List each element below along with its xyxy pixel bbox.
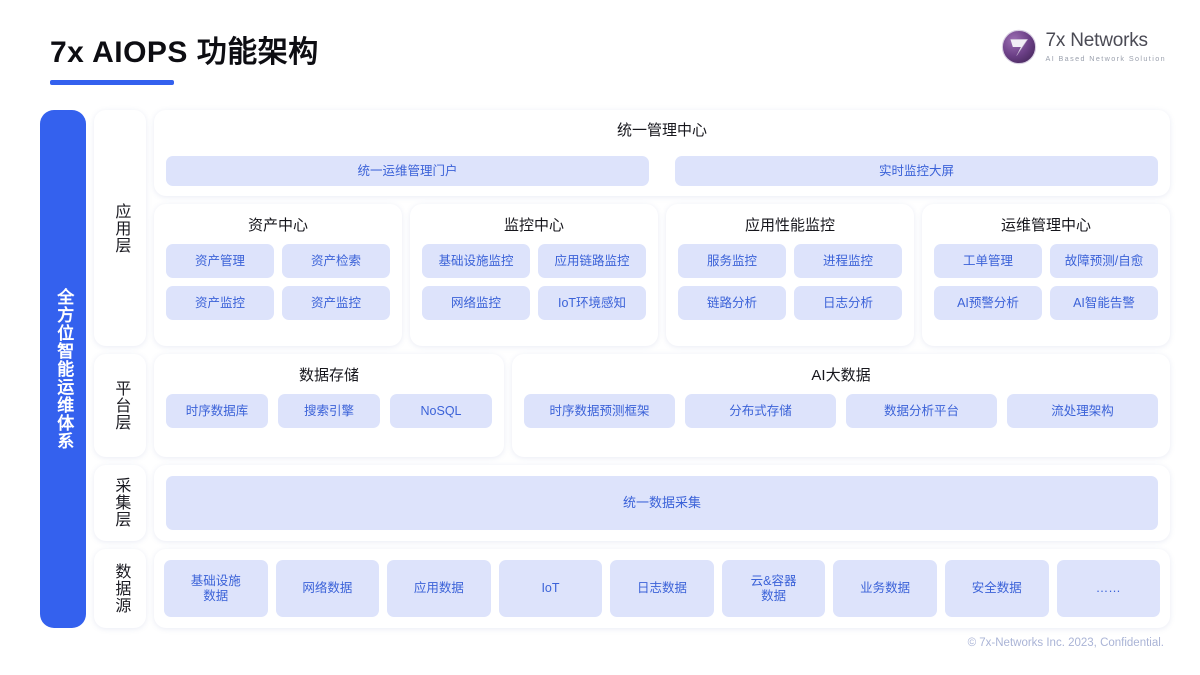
- layers-stack: 应用层 统一管理中心 统一运维管理门户 实时监控大屏 资产中心: [94, 110, 1170, 628]
- chip-log-data[interactable]: 日志数据: [610, 560, 714, 617]
- chip-unified-data-collection[interactable]: 统一数据采集: [166, 475, 1158, 531]
- chip-infrastructure-monitoring[interactable]: 基础设施监控: [422, 244, 530, 279]
- spine-banner: 全方位智能运维体系: [40, 110, 86, 628]
- layer-row-data-source: 数据源 基础设施数据 网络数据 应用数据 IoT 日志数据 云&容器数据 业务数…: [94, 549, 1170, 628]
- chip-search-engine[interactable]: 搜索引擎: [278, 394, 380, 429]
- layer-label-text: 应用层: [112, 202, 130, 254]
- chip-fault-prediction-self-healing[interactable]: 故障预测/自愈: [1050, 244, 1158, 279]
- chip-iot-data[interactable]: IoT: [498, 560, 603, 617]
- layer-row-collection: 采集层 统一数据采集: [94, 464, 1170, 542]
- seven-x-emblem-icon: [1001, 29, 1036, 65]
- chip-cloud-container-data[interactable]: 云&容器数据: [721, 560, 826, 617]
- panel-title: 监控中心: [503, 217, 564, 235]
- chip-row: 时序数据预测框架 分布式存储 数据分析平台 流处理架构: [524, 394, 1158, 429]
- architecture-diagram: 全方位智能运维体系 应用层 统一管理中心 统一运维管理门户 实时监控大屏: [40, 110, 1170, 628]
- logo-text: 7x Networks AI Based Network Solution: [1046, 31, 1167, 63]
- chip-realtime-monitor-screen[interactable]: 实时监控大屏: [675, 156, 1158, 186]
- data-source-layer-body: 基础设施数据 网络数据 应用数据 IoT 日志数据 云&容器数据 业务数据 安全…: [154, 549, 1170, 628]
- panel-ops-management-center: 运维管理中心 工单管理 故障预测/自愈 AI预警分析 AI智能告警: [922, 204, 1170, 347]
- chip-asset-monitoring-1[interactable]: 资产监控: [166, 286, 274, 321]
- layer-label-text: 采集层: [112, 477, 130, 529]
- chip-trace-analysis[interactable]: 链路分析: [678, 286, 786, 321]
- chip-business-data[interactable]: 业务数据: [833, 560, 937, 617]
- layer-row-platform: 平台层 数据存储 时序数据库 搜索引擎 NoSQL AI大数据: [94, 354, 1170, 457]
- unified-center-chip-row: 统一运维管理门户 实时监控大屏: [166, 156, 1158, 186]
- layer-label-application: 应用层: [94, 110, 146, 347]
- panel-title: 应用性能监控: [744, 217, 835, 235]
- chip-process-monitoring[interactable]: 进程监控: [794, 244, 902, 279]
- chip-stream-processing-architecture[interactable]: 流处理架构: [1007, 394, 1158, 429]
- panel-title: AI大数据: [811, 367, 871, 385]
- chip-grid: 基础设施监控 应用链路监控 网络监控 IoT环境感知: [422, 244, 646, 321]
- chip-grid: 工单管理 故障预测/自愈 AI预警分析 AI智能告警: [934, 244, 1158, 321]
- panel-title: 资产中心: [247, 217, 308, 235]
- chip-ticket-management[interactable]: 工单管理: [934, 244, 1042, 279]
- chip-distributed-storage[interactable]: 分布式存储: [685, 394, 836, 429]
- panel-data-sources: 基础设施数据 网络数据 应用数据 IoT 日志数据 云&容器数据 业务数据 安全…: [154, 549, 1170, 628]
- layer-label-data-source: 数据源: [94, 549, 146, 628]
- chip-data-analytics-platform[interactable]: 数据分析平台: [846, 394, 997, 429]
- chip-nosql[interactable]: NoSQL: [390, 394, 492, 429]
- layer-row-application: 应用层 统一管理中心 统一运维管理门户 实时监控大屏 资产中心: [94, 110, 1170, 347]
- panel-ai-big-data: AI大数据 时序数据预测框架 分布式存储 数据分析平台 流处理架构: [512, 354, 1170, 457]
- chip-time-series-database[interactable]: 时序数据库: [166, 394, 268, 429]
- application-panels: 资产中心 资产管理 资产检索 资产监控 资产监控 监控中心 基础设施监控 应用链…: [154, 204, 1170, 347]
- platform-layer-body: 数据存储 时序数据库 搜索引擎 NoSQL AI大数据 时序数据预测框架 分布式…: [154, 354, 1170, 457]
- chip-ai-smart-alerting[interactable]: AI智能告警: [1050, 286, 1158, 321]
- logo-tagline: AI Based Network Solution: [1045, 53, 1166, 63]
- spine-label: 全方位智能运维体系: [54, 288, 74, 450]
- chip-row: 基础设施数据 网络数据 应用数据 IoT 日志数据 云&容器数据 业务数据 安全…: [164, 560, 1161, 617]
- chip-asset-management[interactable]: 资产管理: [166, 244, 274, 279]
- logo-company-name: 7x Networks: [1045, 30, 1149, 52]
- chip-application-data[interactable]: 应用数据: [387, 560, 491, 617]
- chip-log-analysis[interactable]: 日志分析: [794, 286, 902, 321]
- panel-unified-management-center: 统一管理中心 统一运维管理门户 实时监控大屏: [154, 110, 1170, 197]
- panel-data-storage: 数据存储 时序数据库 搜索引擎 NoSQL: [154, 354, 504, 457]
- chip-iot-environment-sensing[interactable]: IoT环境感知: [538, 286, 646, 321]
- panel-unified-collection: 统一数据采集: [154, 464, 1170, 542]
- layer-label-platform: 平台层: [94, 354, 146, 457]
- application-layer-body: 统一管理中心 统一运维管理门户 实时监控大屏 资产中心 资产管理 资产检索 资产…: [154, 110, 1170, 347]
- company-logo: 7x Networks AI Based Network Solution: [1000, 28, 1167, 66]
- panel-title: 数据存储: [298, 367, 359, 385]
- chip-time-series-forecast-framework[interactable]: 时序数据预测框架: [524, 394, 675, 429]
- panel-title: 统一管理中心: [616, 122, 707, 139]
- panel-title: 运维管理中心: [1000, 217, 1091, 235]
- chip-asset-monitoring-2[interactable]: 资产监控: [282, 286, 390, 321]
- chip-ai-early-warning-analysis[interactable]: AI预警分析: [934, 286, 1042, 321]
- chip-grid: 服务监控 进程监控 链路分析 日志分析: [678, 244, 902, 321]
- chip-infrastructure-data[interactable]: 基础设施数据: [164, 560, 268, 617]
- chip-network-data[interactable]: 网络数据: [275, 560, 380, 617]
- chip-grid: 资产管理 资产检索 资产监控 资产监控: [166, 244, 390, 321]
- layer-label-text: 平台层: [112, 379, 130, 431]
- chip-application-trace-monitoring[interactable]: 应用链路监控: [538, 244, 646, 279]
- collection-layer-body: 统一数据采集: [154, 464, 1170, 542]
- title-underline: [50, 80, 174, 85]
- panel-monitoring-center: 监控中心 基础设施监控 应用链路监控 网络监控 IoT环境感知: [410, 204, 658, 347]
- panel-apm: 应用性能监控 服务监控 进程监控 链路分析 日志分析: [666, 204, 914, 347]
- chip-unified-ops-portal[interactable]: 统一运维管理门户: [166, 156, 649, 186]
- chip-network-monitoring[interactable]: 网络监控: [422, 286, 530, 321]
- chip-row: 时序数据库 搜索引擎 NoSQL: [166, 394, 492, 429]
- chip-service-monitoring[interactable]: 服务监控: [678, 244, 786, 279]
- panel-asset-center: 资产中心 资产管理 资产检索 资产监控 资产监控: [154, 204, 402, 347]
- layer-label-collection: 采集层: [94, 464, 146, 542]
- layer-label-text: 数据源: [112, 563, 130, 615]
- chip-more-ellipsis[interactable]: ……: [1056, 560, 1161, 617]
- page-header: 7x AIOPS 功能架构 7x Networks AI Based Netwo…: [0, 0, 1200, 100]
- chip-security-data[interactable]: 安全数据: [944, 560, 1049, 617]
- footer-copyright: © 7x-Networks Inc. 2023, Confidential.: [967, 637, 1164, 649]
- page-title: 7x AIOPS 功能架构: [50, 36, 319, 69]
- chip-asset-search[interactable]: 资产检索: [282, 244, 390, 279]
